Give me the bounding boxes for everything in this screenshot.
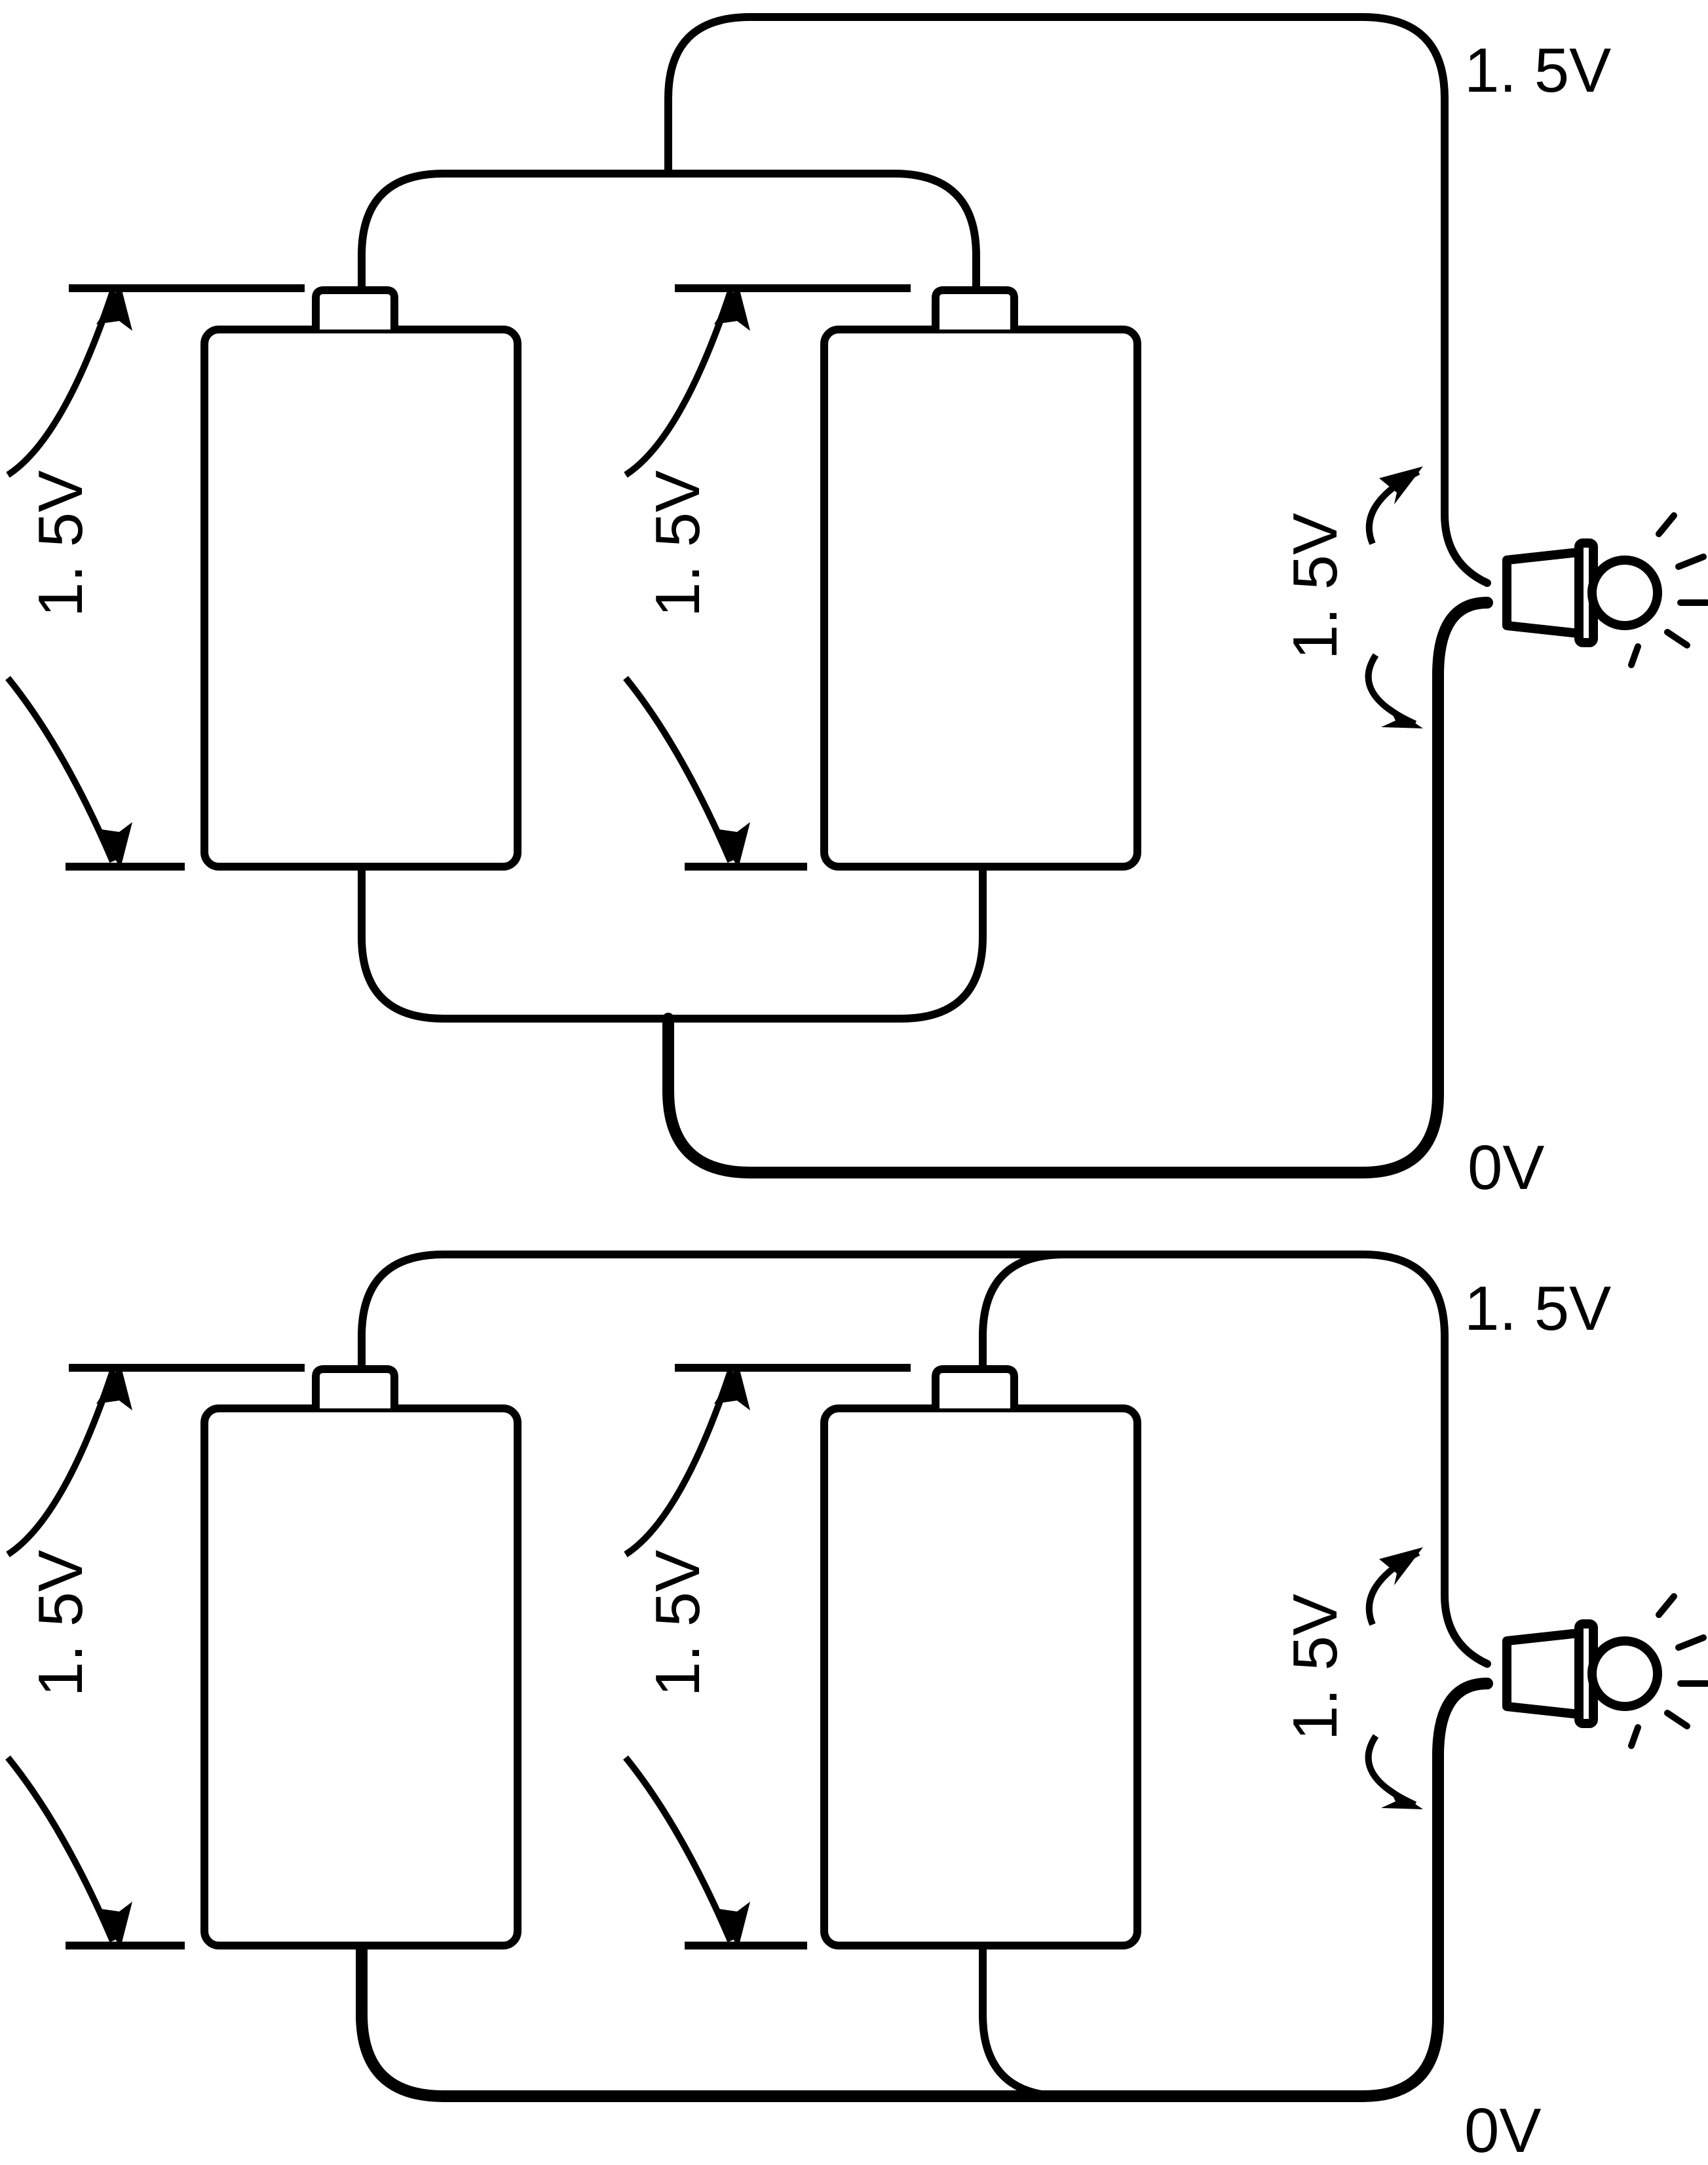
bottom-left-cell-voltage-label: 1. 5V bbox=[26, 1550, 96, 1697]
top-light-bulb-icon bbox=[1507, 516, 1707, 665]
top-left-battery-cell-icon bbox=[204, 290, 518, 867]
bottom-right-battery-cell-icon bbox=[824, 1369, 1137, 1946]
bottom-bulb-voltage-label: 1. 5V bbox=[1280, 1594, 1350, 1741]
top-outer-positive-wire bbox=[664, 13, 1491, 587]
bottom-right-cell-voltage-label: 1. 5V bbox=[643, 1550, 713, 1697]
bottom-right-positive-loop bbox=[979, 1251, 1069, 1373]
bottom-negative-bus bbox=[356, 1678, 1493, 2102]
bottom-positive-terminal-label: 1. 5V bbox=[1464, 1273, 1611, 1344]
bottom-bulb-dimension-arrow-icon bbox=[1365, 1547, 1423, 1809]
bottom-ground-label: 0V bbox=[1464, 2096, 1541, 2165]
top-bulb-voltage-label: 1. 5V bbox=[1280, 513, 1350, 660]
bottom-positive-bus bbox=[358, 1251, 1491, 1668]
top-outer-negative-wire bbox=[662, 597, 1493, 1178]
bottom-right-negative-loop bbox=[979, 1942, 1069, 2100]
top-bulb-dimension-arrow-icon bbox=[1365, 466, 1423, 728]
top-inner-positive-bus bbox=[358, 170, 980, 292]
top-inner-negative-bus bbox=[358, 864, 987, 1023]
top-right-battery-cell-icon bbox=[824, 290, 1137, 867]
top-left-cell-voltage-label: 1. 5V bbox=[26, 470, 96, 617]
bottom-circuit: 1. 5V 1. 5V 1. 5V 1. 5V 0V bbox=[8, 1251, 1707, 2165]
bottom-left-battery-cell-icon bbox=[204, 1369, 518, 1946]
top-circuit: 1. 5V 1. 5V 1. 5V 1. 5V 0V bbox=[8, 13, 1707, 1203]
bottom-light-bulb-icon bbox=[1507, 1596, 1707, 1746]
top-right-cell-voltage-label: 1. 5V bbox=[643, 470, 713, 617]
top-ground-label: 0V bbox=[1468, 1133, 1544, 1203]
top-positive-terminal-label: 1. 5V bbox=[1464, 35, 1611, 105]
